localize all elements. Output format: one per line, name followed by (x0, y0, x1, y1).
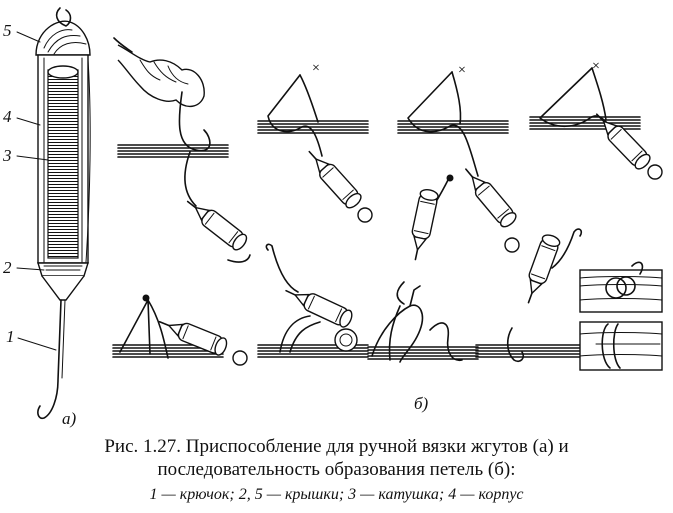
cross-mark: × (458, 63, 466, 78)
caption-line-2: последовательность образования петель (б… (157, 459, 516, 480)
step-1 (113, 37, 251, 263)
label-2: 2 (3, 258, 12, 277)
step-8 (367, 285, 479, 363)
step-5 (396, 174, 454, 305)
cross-mark: × (312, 61, 320, 76)
label-4: 4 (3, 107, 12, 126)
label-5: 5 (3, 21, 12, 40)
panel-a-label: а) (62, 409, 77, 428)
finished-knots (579, 261, 663, 371)
step-6 (112, 294, 248, 366)
label-3: 3 (3, 146, 12, 165)
device-tool (16, 7, 91, 420)
caption-line-1: Рис. 1.27. Приспособление для ручной вяз… (104, 436, 569, 457)
step-7 (257, 243, 369, 358)
panel-b-label: б) (414, 394, 429, 413)
cross-mark: × (592, 59, 600, 74)
step-2 (257, 74, 373, 223)
step-4 (529, 67, 663, 180)
label-1: 1 (6, 327, 15, 346)
step-3 (397, 71, 520, 253)
caption-line-3: 1 — крючок; 2, 5 — крышки; 3 — катушка; … (149, 486, 524, 503)
step-9 (475, 228, 587, 363)
